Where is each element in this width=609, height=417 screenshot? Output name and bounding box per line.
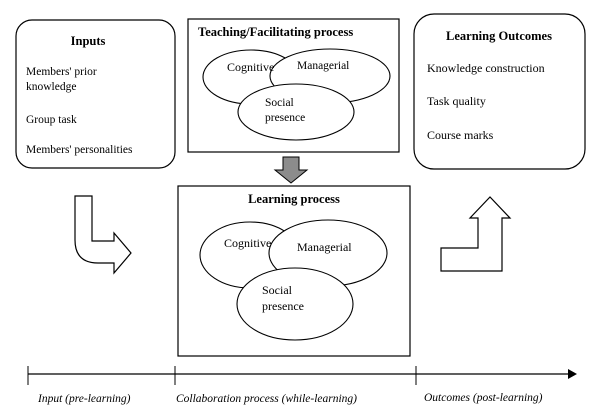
timeline: Input (pre-learning) Collaboration proce… <box>27 366 577 405</box>
outcomes-item: Course marks <box>427 128 494 142</box>
teaching-title: Teaching/Facilitating process <box>198 25 353 39</box>
inputs-item: Members' prior <box>26 66 97 78</box>
learning-social-label: Social <box>262 283 293 297</box>
bent-arrow-right-icon <box>74 195 132 275</box>
stage-outcomes-label: Outcomes (post-learning) <box>424 392 543 404</box>
outcomes-item: Knowledge construction <box>427 61 545 75</box>
outcomes-box: Learning Outcomes Knowledge construction… <box>413 13 586 170</box>
learning-cognitive-label: Cognitive <box>224 236 271 250</box>
teaching-social-label: presence <box>265 112 305 124</box>
stage-collaboration-label: Collaboration process (while-learning) <box>176 393 357 405</box>
learning-title: Learning process <box>248 192 340 206</box>
teaching-managerial-label: Managerial <box>297 60 349 72</box>
learning-process-box: Learning process Cognitive Managerial So… <box>177 185 411 357</box>
inputs-item: Group task <box>26 114 77 126</box>
inputs-item: knowledge <box>26 81 76 93</box>
teaching-social-label: Social <box>265 97 294 109</box>
outcomes-title: Learning Outcomes <box>446 29 552 43</box>
bent-arrow-up-icon <box>440 196 512 272</box>
stage-input-label: Input (pre-learning) <box>37 393 131 405</box>
learning-managerial-label: Managerial <box>297 240 352 254</box>
inputs-item: Members' personalities <box>26 144 133 156</box>
learning-social-label: presence <box>262 299 304 313</box>
inputs-title: Inputs <box>71 34 106 48</box>
inputs-box: Inputs Members' prior knowledge Group ta… <box>15 19 176 169</box>
outcomes-item: Task quality <box>427 94 486 108</box>
teaching-cognitive-label: Cognitive <box>227 60 274 74</box>
teaching-process-box: Teaching/Facilitating process Cognitive … <box>187 18 400 153</box>
down-arrow-icon <box>273 156 309 184</box>
teaching-social-ellipse <box>237 83 355 141</box>
learning-social-ellipse <box>236 267 354 341</box>
